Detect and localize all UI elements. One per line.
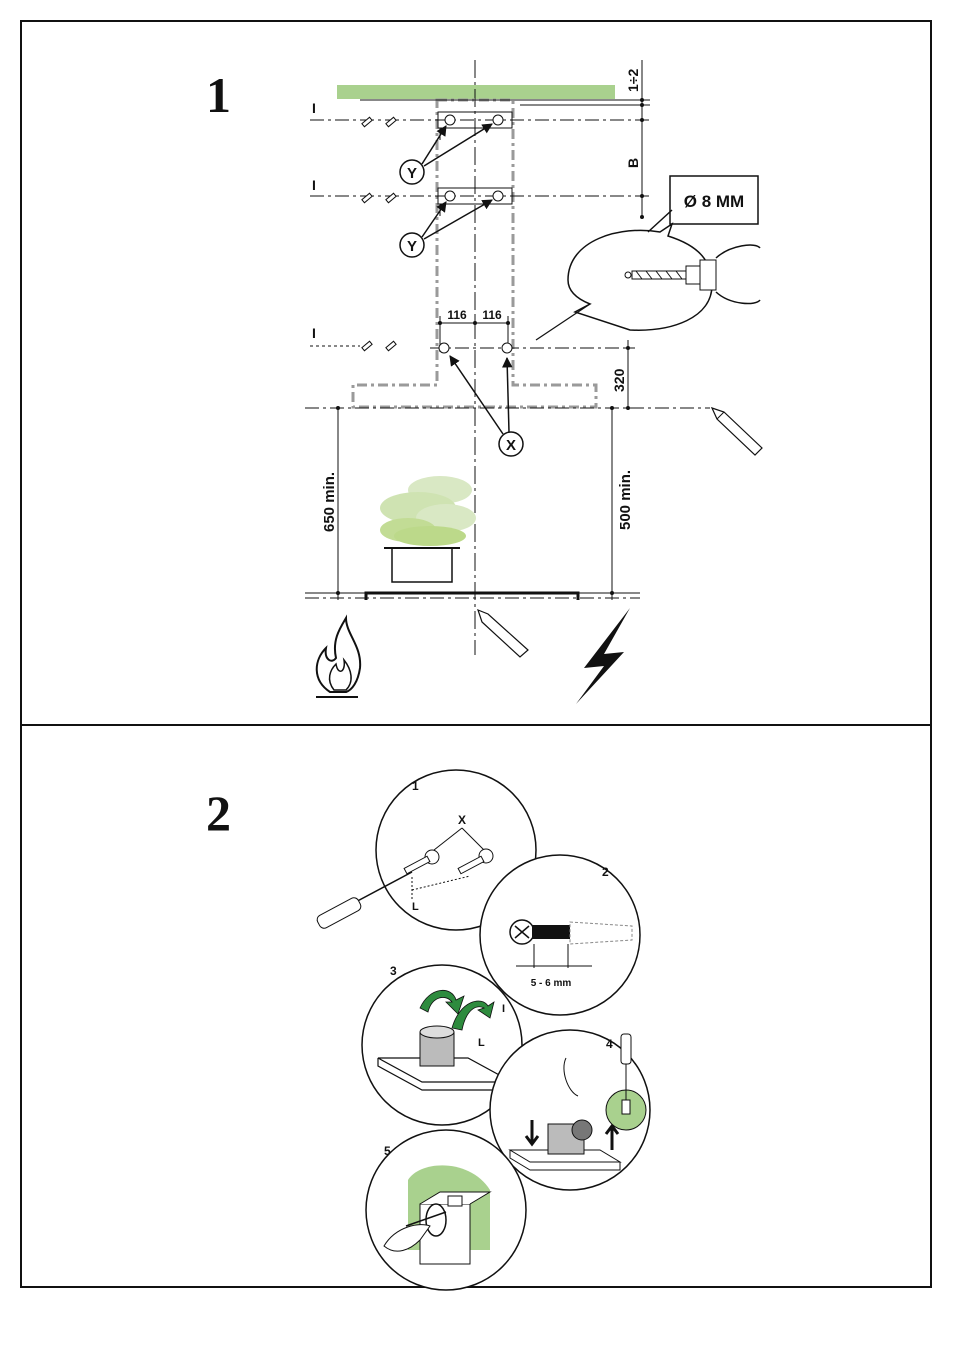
hood-outline bbox=[351, 98, 598, 409]
wall-plugs bbox=[361, 116, 397, 352]
callout-y-mid: Y bbox=[399, 199, 493, 258]
bracket-row-top bbox=[310, 111, 650, 140]
svg-text:I: I bbox=[502, 1003, 505, 1015]
lightning-icon bbox=[576, 608, 630, 704]
substep-4-circle: 4 bbox=[489, 1029, 651, 1191]
panel-2-diagram: 1 X L 2 5 - 6 mm bbox=[316, 769, 651, 1291]
flame-icon bbox=[315, 614, 362, 698]
dim-116-left: 116 bbox=[447, 308, 467, 322]
step-number-1: 1 bbox=[206, 67, 231, 123]
arrow-icon bbox=[419, 990, 465, 1015]
drill-callout: Ø 8 MM bbox=[535, 175, 761, 341]
pencil-icon bbox=[710, 406, 763, 456]
svg-text:1: 1 bbox=[412, 779, 419, 793]
steam-cloud bbox=[380, 476, 476, 546]
svg-text:4: 4 bbox=[606, 1037, 613, 1051]
svg-text:3: 3 bbox=[390, 964, 397, 978]
svg-text:2: 2 bbox=[602, 865, 609, 879]
cooking-pot bbox=[384, 547, 460, 583]
screwdriver-icon bbox=[316, 871, 413, 929]
callout-y-top: Y bbox=[399, 123, 493, 185]
substep-2-circle: 2 5 - 6 mm bbox=[479, 854, 641, 1016]
arrow-icon bbox=[451, 1000, 495, 1031]
svg-text:Y: Y bbox=[407, 165, 417, 182]
dim-b: B bbox=[625, 158, 641, 168]
bracket-row-mid bbox=[310, 187, 650, 216]
substep-5-circle: 5 bbox=[365, 1129, 527, 1291]
screw-gap-label: 5 - 6 mm bbox=[531, 978, 572, 989]
ceiling-bar bbox=[337, 85, 615, 99]
callout-x: X bbox=[449, 355, 524, 457]
svg-text:X: X bbox=[506, 437, 516, 454]
svg-text:Y: Y bbox=[407, 238, 417, 255]
line-mark-3: I bbox=[312, 325, 316, 341]
pencil-icon bbox=[477, 608, 529, 658]
svg-text:L: L bbox=[478, 1037, 485, 1049]
dim-116-right: 116 bbox=[482, 308, 502, 322]
svg-text:L: L bbox=[412, 901, 419, 913]
dim-500-min: 500 min. bbox=[617, 470, 634, 530]
svg-text:5: 5 bbox=[384, 1144, 391, 1158]
line-mark-2: I bbox=[312, 177, 316, 193]
dim-650-min: 650 min. bbox=[321, 472, 338, 532]
svg-text:X: X bbox=[458, 813, 466, 827]
panel-divider bbox=[20, 724, 932, 726]
drill-diameter-label: Ø 8 MM bbox=[684, 192, 744, 211]
dim-gap: 1÷2 bbox=[625, 69, 641, 92]
step-number-2: 2 bbox=[206, 785, 231, 841]
line-mark-1: I bbox=[312, 100, 316, 116]
page-frame bbox=[20, 20, 932, 1288]
panel-1-diagram: I I I Y Y 116 116 X bbox=[305, 60, 763, 704]
substep-3-circle: 3 I L bbox=[361, 964, 523, 1126]
dim-320: 320 bbox=[611, 368, 627, 392]
